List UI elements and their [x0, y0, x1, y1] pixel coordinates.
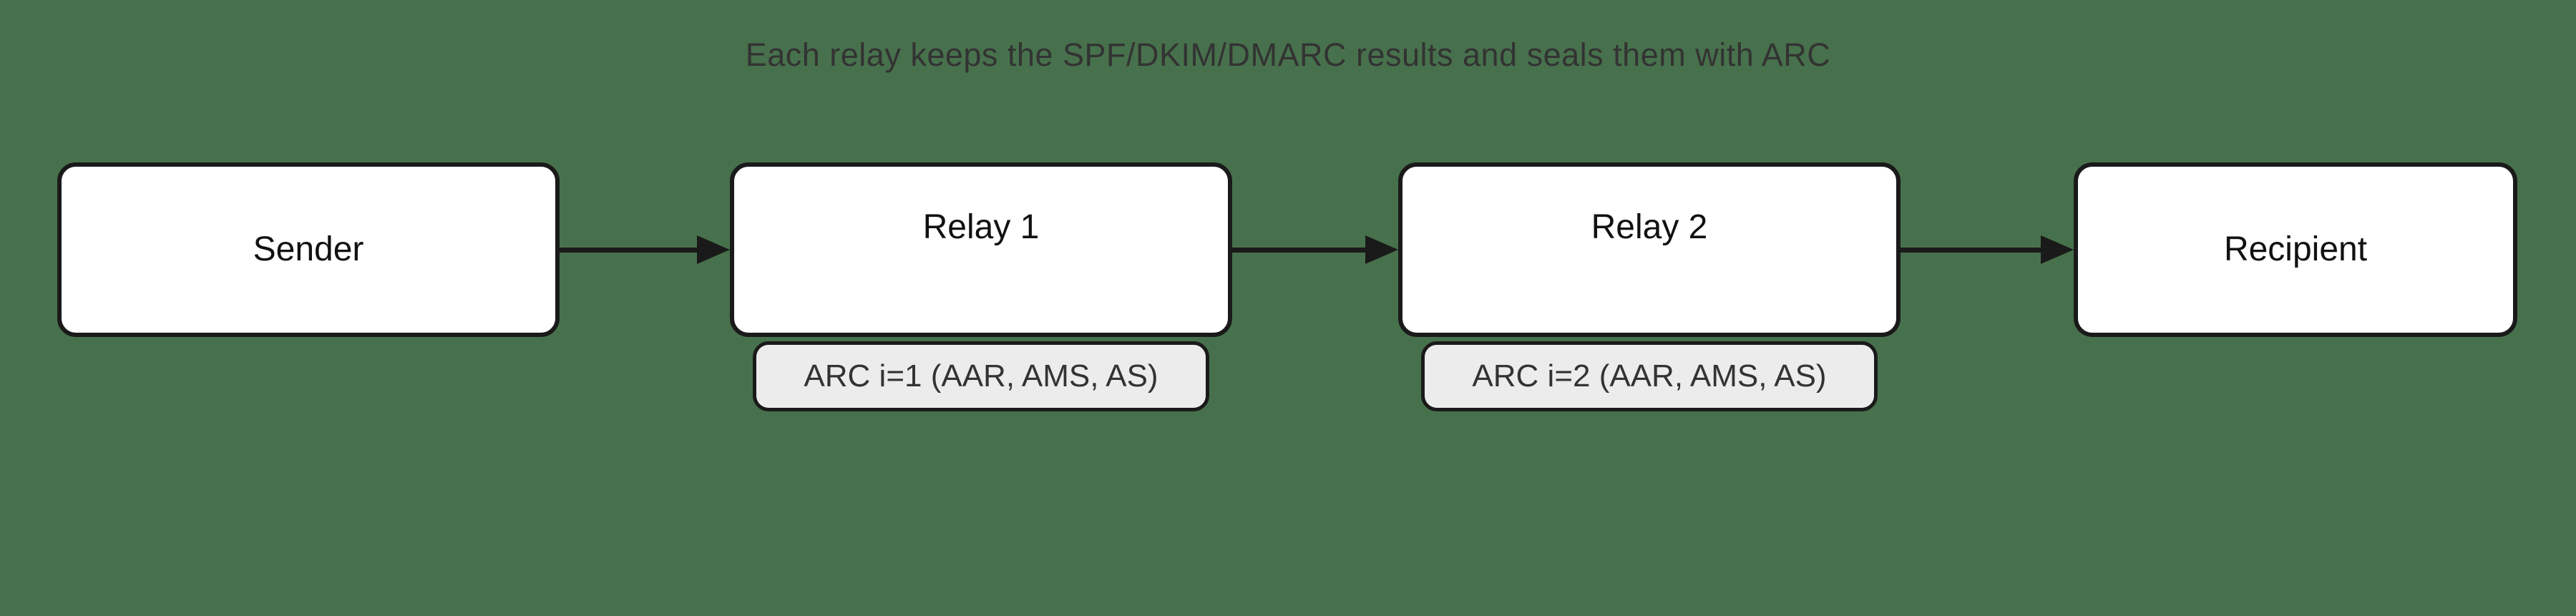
node-relay1: Relay 1	[730, 162, 1232, 337]
node-relay1-label: Relay 1	[922, 208, 1040, 246]
arrow-shaft	[1901, 247, 2041, 253]
node-recipient-label: Recipient	[2223, 230, 2368, 268]
arrow-shaft	[560, 247, 697, 253]
arc-seal-relay2-label: ARC i=2 (AAR, AMS, AS)	[1472, 358, 1827, 393]
arrowhead-right-icon	[1365, 235, 1398, 264]
arrow-relay2-to-recipient	[1901, 235, 2074, 264]
arc-seal-relay1: ARC i=1 (AAR, AMS, AS)	[753, 341, 1209, 411]
arrow-sender-to-relay1	[560, 235, 730, 264]
node-sender-label: Sender	[253, 230, 364, 268]
arrowhead-right-icon	[697, 235, 730, 264]
node-relay2-label: Relay 2	[1591, 208, 1708, 246]
arrow-shaft	[1232, 247, 1365, 253]
arrow-relay1-to-relay2	[1232, 235, 1398, 264]
diagram-title: Each relay keeps the SPF/DKIM/DMARC resu…	[745, 36, 1831, 73]
node-recipient: Recipient	[2074, 162, 2517, 337]
arc-seal-relay1-label: ARC i=1 (AAR, AMS, AS)	[804, 358, 1158, 393]
node-relay2: Relay 2	[1398, 162, 1901, 337]
arc-seal-relay2: ARC i=2 (AAR, AMS, AS)	[1421, 341, 1878, 411]
node-sender: Sender	[57, 162, 560, 337]
arrowhead-right-icon	[2041, 235, 2074, 264]
